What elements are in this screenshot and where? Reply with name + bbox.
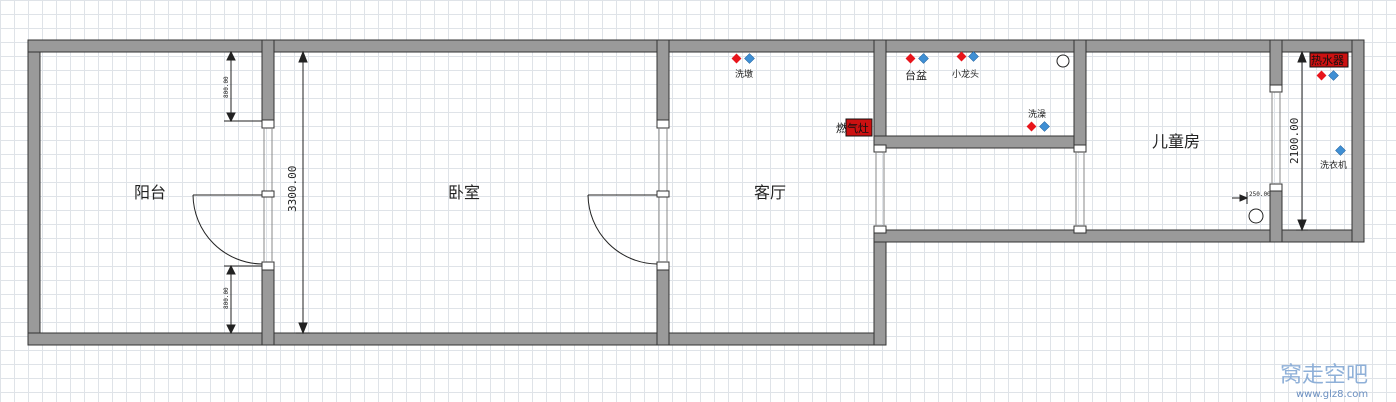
wall-outer-right bbox=[1351, 39, 1365, 243]
wall-bottom-left bbox=[27, 332, 887, 346]
room-label-bedroom: 卧室 bbox=[448, 183, 480, 202]
label-small-faucet: 小龙头 bbox=[952, 68, 979, 80]
water-heater-box bbox=[1309, 52, 1349, 68]
dim-arrow bbox=[298, 50, 308, 63]
opening-post bbox=[261, 119, 275, 129]
wall-bedroom-living-top bbox=[656, 39, 670, 124]
dim-arrow bbox=[1297, 219, 1307, 232]
dim-arrow bbox=[226, 324, 236, 335]
watermark-logo: 窝走空吧 bbox=[1280, 363, 1368, 388]
water-point-faucet bbox=[956, 51, 979, 62]
walls bbox=[27, 39, 1365, 346]
openings bbox=[261, 84, 1283, 271]
opening-post bbox=[873, 225, 887, 234]
wall-kids-utility-bottom bbox=[1269, 186, 1283, 243]
water-point-basin bbox=[905, 53, 929, 64]
floor-drain bbox=[1056, 54, 1070, 68]
wall-step-vertical bbox=[873, 229, 887, 346]
water-point-shower bbox=[1026, 121, 1050, 132]
wall-bath-kids bbox=[1073, 39, 1087, 149]
water-point-heater bbox=[1316, 70, 1339, 81]
room-label-balcony: 阳台 bbox=[134, 183, 166, 202]
wall-kids-utility-top bbox=[1269, 39, 1283, 89]
dim-kids-height: 2100.00 bbox=[1288, 118, 1301, 164]
opening-post bbox=[656, 261, 670, 271]
opening-post bbox=[1269, 183, 1283, 192]
dim-arrow bbox=[226, 264, 236, 275]
dim-arrow bbox=[226, 112, 236, 123]
dim-arrow bbox=[1239, 194, 1249, 202]
dim-balcony-bottom: 800.00 bbox=[223, 287, 230, 309]
door-swing-balcony bbox=[192, 194, 263, 265]
opening-post bbox=[1073, 144, 1087, 153]
water-points bbox=[731, 51, 1346, 156]
label-gas-heater: 燃气灶 bbox=[836, 121, 869, 135]
label-wash-mop: 洗墩 bbox=[735, 68, 753, 80]
wall-outer-left bbox=[27, 39, 41, 346]
opening-post bbox=[261, 261, 275, 271]
room-label-living: 客厅 bbox=[754, 183, 786, 202]
dimension-lines bbox=[224, 50, 1308, 335]
room-label-kids: 儿童房 bbox=[1152, 132, 1200, 151]
watermark-url: www.glz8.com bbox=[1296, 389, 1368, 400]
dim-total-height: 3300.00 bbox=[286, 166, 299, 212]
wall-balcony-bedroom-bottom bbox=[261, 265, 275, 346]
opening-post bbox=[656, 119, 670, 129]
water-point-washer bbox=[1335, 145, 1346, 156]
wall-bedroom-living-bottom bbox=[656, 265, 670, 346]
dim-arrow bbox=[1297, 50, 1307, 63]
dim-arrow bbox=[298, 322, 308, 335]
gas-heater-box bbox=[845, 118, 873, 137]
dim-balcony-top: 800.00 bbox=[223, 76, 230, 98]
wall-living-bath-top bbox=[873, 39, 887, 149]
dim-small-gap: 250.00 bbox=[1249, 191, 1271, 198]
door-hinge bbox=[656, 190, 670, 198]
label-basin: 台盆 bbox=[905, 68, 927, 82]
wall-top bbox=[27, 39, 1365, 53]
wall-bathroom-bottom bbox=[873, 135, 1087, 149]
label-washing-machine: 洗衣机 bbox=[1320, 159, 1347, 171]
opening-post bbox=[1269, 84, 1283, 93]
water-point-wash-mop bbox=[731, 53, 755, 64]
door-swing-bedroom bbox=[587, 194, 658, 265]
opening-post bbox=[1073, 225, 1087, 234]
doors bbox=[192, 194, 658, 265]
opening-post bbox=[873, 144, 887, 153]
wall-balcony-bedroom-top bbox=[261, 39, 275, 124]
label-water-heater: 热水器 bbox=[1311, 54, 1344, 67]
floor-drain bbox=[1248, 208, 1264, 224]
wall-bottom-right bbox=[873, 229, 1365, 243]
label-shower: 洗澡 bbox=[1028, 108, 1046, 120]
dim-arrow bbox=[226, 50, 236, 61]
door-hinge bbox=[261, 190, 275, 198]
